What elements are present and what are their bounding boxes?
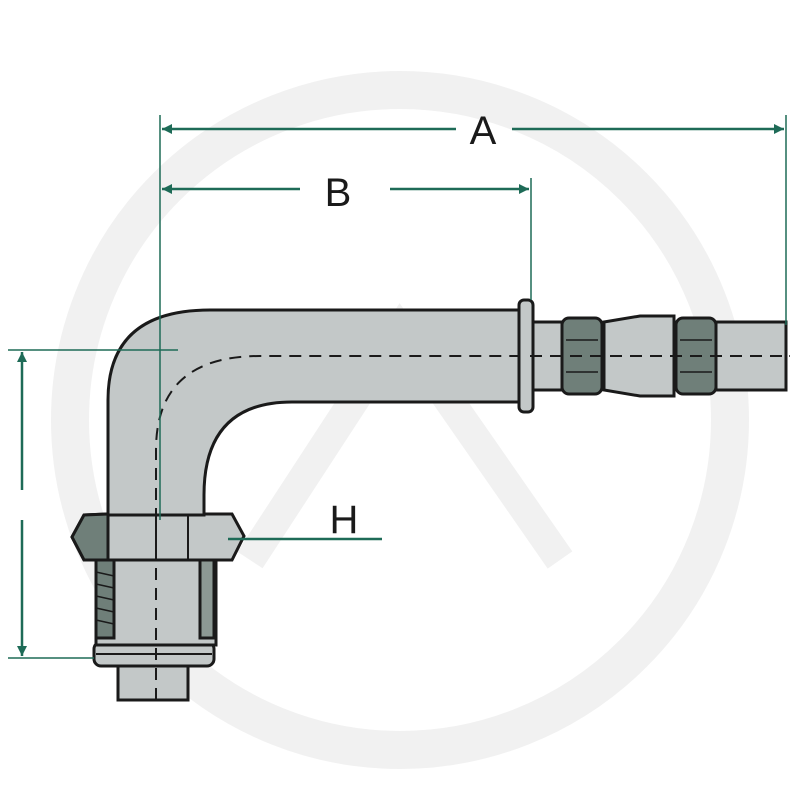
dimension-b-label: B: [325, 171, 352, 215]
dimension-a-label: A: [470, 109, 497, 153]
dimension-vertical-gap: [10, 490, 36, 520]
centerline: [155, 355, 790, 700]
bottom-nut: [92, 640, 216, 702]
extension-lines: [8, 115, 787, 659]
hex-nut-h: [70, 512, 246, 562]
dimension-h-label: H: [330, 498, 359, 542]
